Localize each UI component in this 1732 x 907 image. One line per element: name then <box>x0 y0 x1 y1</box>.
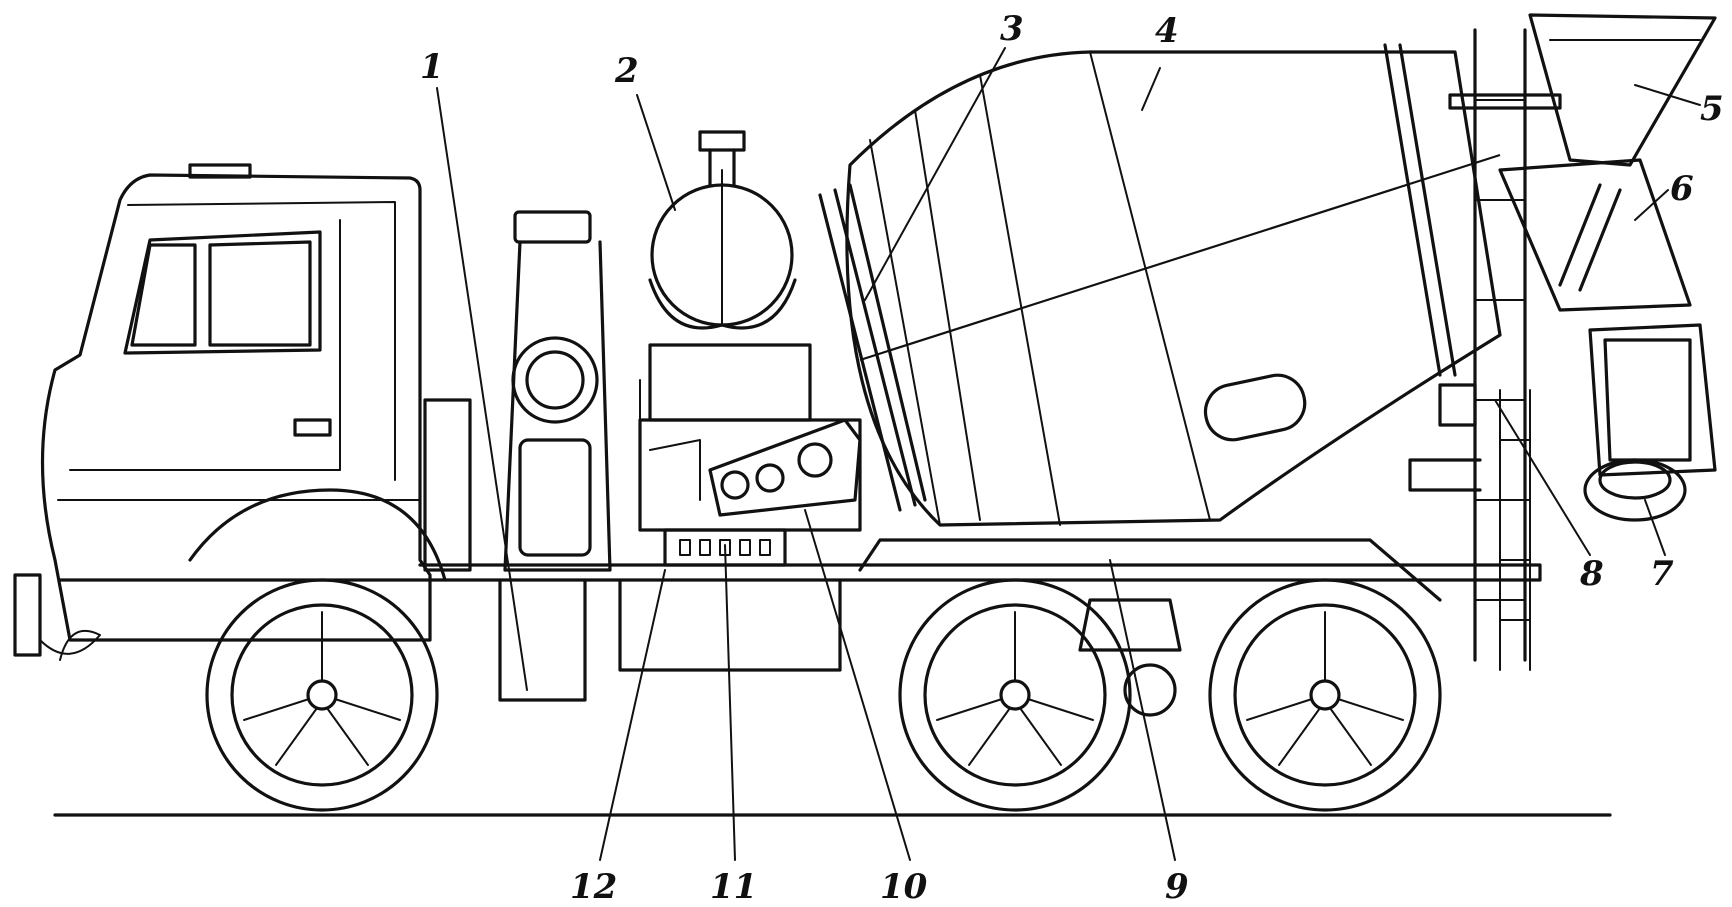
callout-5: 5 <box>1700 89 1724 129</box>
chassis-frame <box>58 563 1542 717</box>
front-fender <box>188 488 447 582</box>
callout-11: 11 <box>710 867 757 907</box>
callout-2: 2 <box>614 51 639 91</box>
callout-9: 9 <box>1165 867 1189 907</box>
callout-1: 1 <box>420 47 444 87</box>
discharge-trough <box>1583 323 1717 522</box>
callout-12: 12 <box>570 867 617 907</box>
callout-10: 10 <box>880 867 928 907</box>
rear-fender <box>858 538 1442 602</box>
rear-wheel-2 <box>1208 578 1442 812</box>
leader-lines <box>436 47 1701 861</box>
ladder <box>1499 389 1531 671</box>
cab <box>13 163 432 661</box>
mixing-drum <box>818 50 1502 527</box>
callout-3: 3 <box>1000 9 1024 49</box>
callout-6: 6 <box>1670 169 1694 209</box>
charging-hopper <box>1528 13 1717 167</box>
drum-support <box>1383 28 1562 662</box>
callout-7: 7 <box>1650 554 1674 594</box>
discharge-chute <box>1498 158 1692 312</box>
rear-wheel-1 <box>898 578 1132 812</box>
air-intake-stack <box>423 210 612 572</box>
hydraulic-unit <box>638 343 862 567</box>
front-wheel <box>205 578 439 812</box>
callout-8: 8 <box>1579 554 1604 594</box>
water-tank <box>648 130 797 330</box>
callout-4: 4 <box>1155 11 1179 51</box>
